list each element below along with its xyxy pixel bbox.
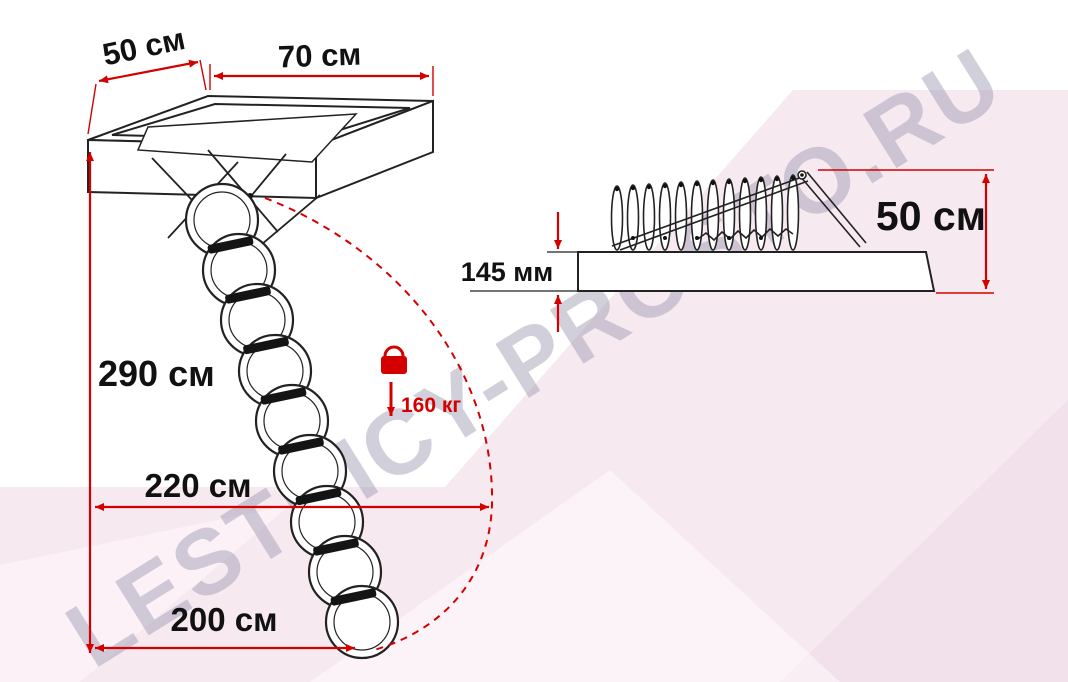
spring-icon xyxy=(697,227,794,242)
weight-icon xyxy=(383,345,405,357)
scissor-ladder xyxy=(184,182,400,660)
dimension-floor-projection: 200 см xyxy=(95,601,355,652)
background-light-facet xyxy=(0,505,290,682)
dimension-hatch-width: 70 см xyxy=(209,37,434,96)
ladder-loop xyxy=(184,182,400,660)
weight-icon-body xyxy=(381,356,407,374)
max-load-label: 160 кг xyxy=(401,394,461,417)
folded-scissor-pack xyxy=(610,170,867,251)
dimension-ceiling-height: 290 см xyxy=(86,152,215,653)
pivot-dots xyxy=(614,173,804,240)
swing-clearance-label: 220 см xyxy=(145,467,252,504)
hatch-depth-label: 50 см xyxy=(99,21,188,73)
dimension-swing-clearance: 220 см xyxy=(95,467,489,511)
background-white-facet xyxy=(310,470,840,682)
max-load: 160 кг xyxy=(381,345,461,417)
front-view: 50 см 70 см 290 см 220 см xyxy=(86,21,494,660)
ladder-steps xyxy=(207,236,377,606)
dimension-box-thickness: 145 мм xyxy=(461,212,577,332)
box-thickness-label: 145 мм xyxy=(461,257,554,287)
floor-projection-label: 200 см xyxy=(171,601,278,638)
side-view: 145 мм 50 см xyxy=(461,169,994,332)
background-pink-area xyxy=(0,90,1068,682)
open-trapdoor-lid xyxy=(136,113,358,163)
hatch-board-side xyxy=(577,251,936,292)
swing-arc xyxy=(264,197,494,651)
hatch-width-label: 70 см xyxy=(277,37,361,75)
ceiling-height-label: 290 см xyxy=(98,353,215,394)
folded-height-label: 50 см xyxy=(876,193,986,239)
dimension-folded-height: 50 см xyxy=(818,169,994,294)
hatch-box xyxy=(87,94,434,200)
background-dark-facet xyxy=(780,400,1068,682)
